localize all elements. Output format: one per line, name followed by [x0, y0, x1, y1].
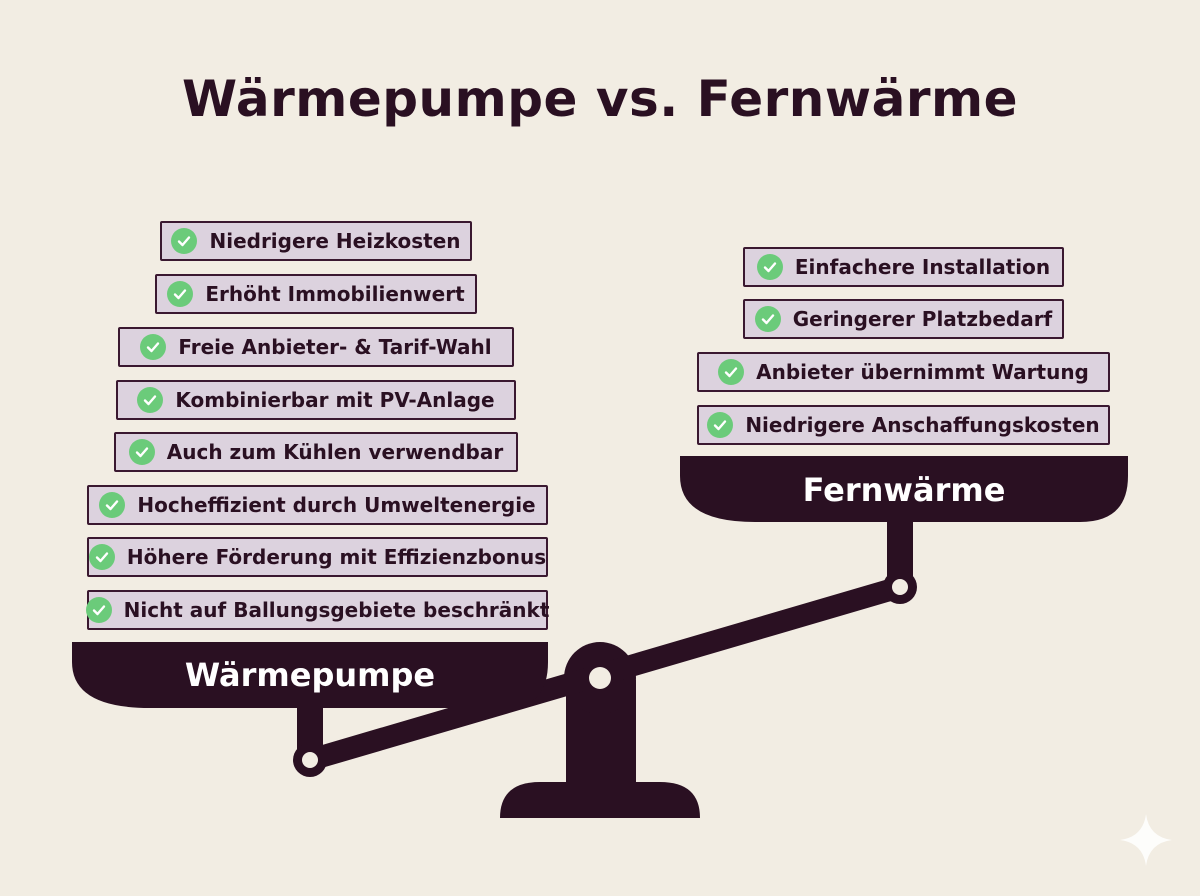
- list-item: Niedrigere Heizkosten: [160, 221, 472, 261]
- item-label: Einfachere Installation: [794, 255, 1051, 279]
- item-label: Niedrigere Heizkosten: [209, 229, 461, 253]
- page-title: Wärmepumpe vs. Fernwärme: [181, 70, 1019, 128]
- left-pan: [72, 642, 548, 708]
- list-item: Einfachere Installation: [743, 247, 1064, 287]
- right-pan-label: Fernwärme: [803, 471, 1006, 509]
- list-item: Geringerer Platzbedarf: [743, 299, 1064, 339]
- list-item: Auch zum Kühlen verwendbar: [114, 432, 518, 472]
- check-circle-icon: [707, 412, 734, 438]
- left-joint-hole: [302, 752, 318, 768]
- check-circle-icon: [85, 597, 112, 623]
- check-circle-icon: [171, 228, 198, 254]
- check-circle-icon: [756, 254, 783, 280]
- list-item: Hocheffizient durch Umweltenergie: [87, 485, 548, 525]
- check-circle-icon: [99, 492, 126, 518]
- item-label: Erhöht Immobilienwert: [205, 282, 465, 306]
- list-item: Kombinierbar mit PV-Anlage: [116, 380, 516, 420]
- list-item: Höhere Förderung mit Effizienzbonus: [87, 537, 548, 577]
- check-circle-icon: [137, 387, 164, 413]
- list-item: Anbieter übernimmt Wartung: [697, 352, 1110, 392]
- left-pan-label: Wärmepumpe: [185, 656, 435, 694]
- item-label: Hocheffizient durch Umweltenergie: [137, 493, 536, 517]
- check-circle-icon: [167, 281, 194, 307]
- list-item: Nicht auf Ballungsgebiete beschränkt: [85, 590, 550, 630]
- item-label: Nicht auf Ballungsgebiete beschränkt: [123, 598, 550, 622]
- item-label: Geringerer Platzbedarf: [792, 307, 1053, 331]
- list-item: Erhöht Immobilienwert: [155, 274, 477, 314]
- pivot-hole: [589, 667, 611, 689]
- check-circle-icon: [88, 544, 115, 570]
- check-circle-icon: [754, 306, 781, 332]
- check-circle-icon: [128, 439, 155, 465]
- item-label: Auch zum Kühlen verwendbar: [166, 440, 504, 464]
- list-item: Freie Anbieter- & Tarif-Wahl: [118, 327, 514, 367]
- right-joint-hole: [892, 579, 908, 595]
- item-label: Kombinierbar mit PV-Anlage: [175, 388, 495, 412]
- list-item: Niedrigere Anschaffungskosten: [697, 405, 1110, 445]
- scale-base: [500, 782, 700, 818]
- item-label: Anbieter übernimmt Wartung: [756, 360, 1089, 384]
- right-pan: [680, 456, 1128, 522]
- item-label: Niedrigere Anschaffungskosten: [745, 413, 1100, 437]
- sparkle-icon: [1120, 814, 1172, 866]
- item-label: Freie Anbieter- & Tarif-Wahl: [178, 335, 492, 359]
- check-circle-icon: [718, 359, 745, 385]
- item-label: Höhere Förderung mit Effizienzbonus: [126, 545, 547, 569]
- check-circle-icon: [140, 334, 167, 360]
